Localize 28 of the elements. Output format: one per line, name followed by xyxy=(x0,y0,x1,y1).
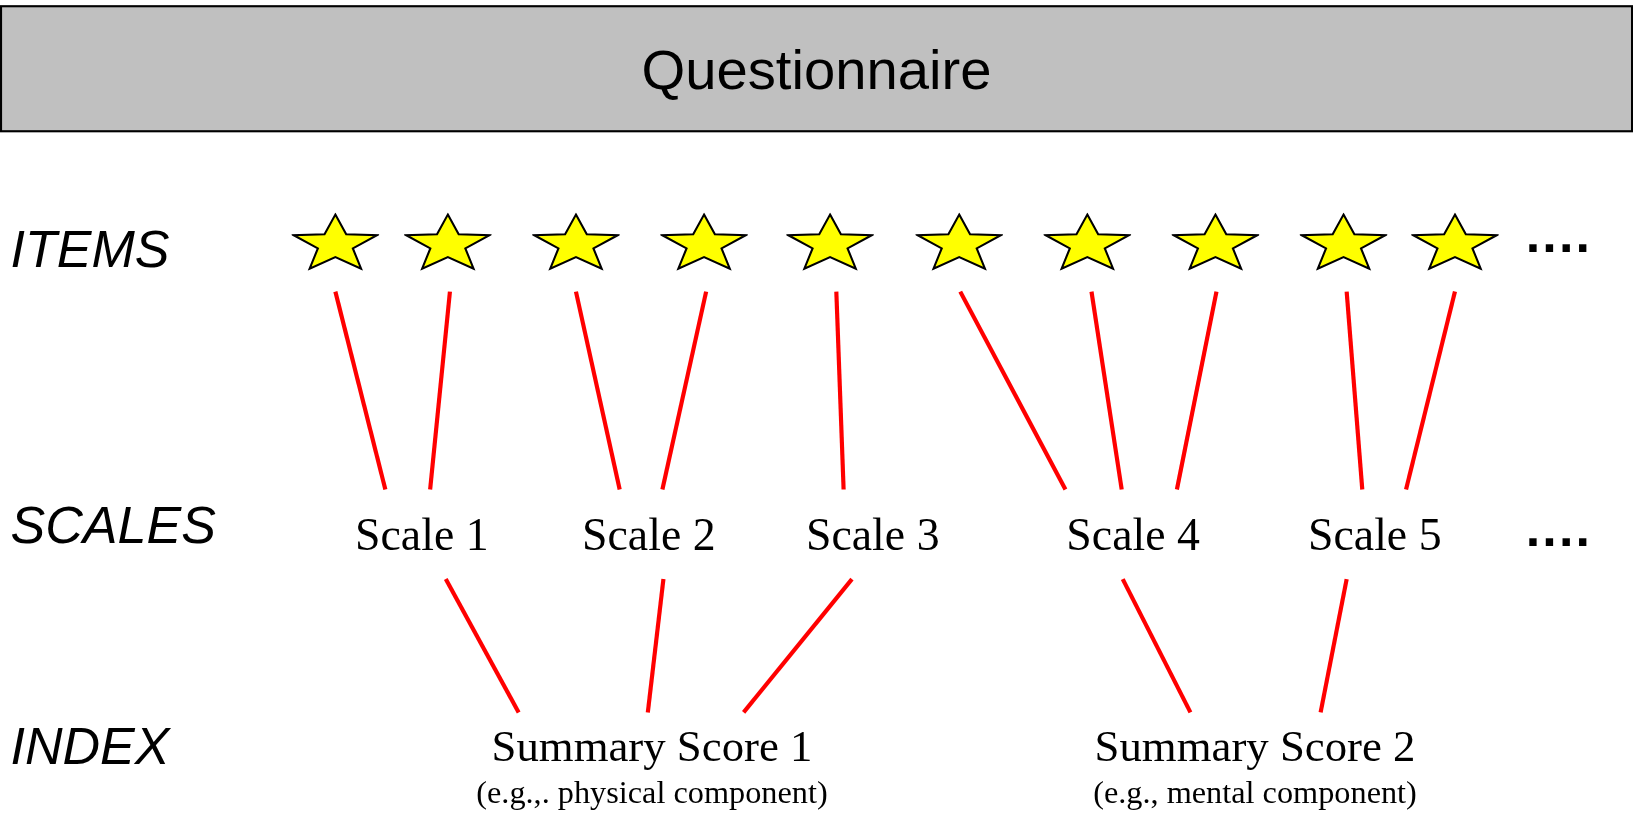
connector-line xyxy=(742,577,854,714)
connector-line xyxy=(1404,291,1457,490)
row-label: ITEMS xyxy=(10,218,170,280)
row-label: INDEX xyxy=(10,716,170,777)
ellipsis-mark: .... xyxy=(1525,497,1592,559)
component-note: (e.g., mental component) xyxy=(1093,772,1417,813)
band-title: Questionnaire xyxy=(641,36,992,102)
connector-line xyxy=(660,291,709,490)
scale-label: Scale 4 xyxy=(1066,507,1200,561)
connector-line xyxy=(443,578,521,714)
connector-line xyxy=(958,290,1068,491)
connector-line xyxy=(1089,291,1124,490)
ellipsis-mark: .... xyxy=(1525,204,1592,265)
title-band xyxy=(0,5,1633,133)
component-note: (e.g.,. physical component) xyxy=(476,772,828,813)
connector-line xyxy=(1174,291,1219,490)
scale-label: Scale 3 xyxy=(805,507,940,561)
row-label: SCALES xyxy=(10,494,216,556)
connector-line xyxy=(645,578,666,713)
connector-line xyxy=(1120,578,1193,714)
connector-line xyxy=(1318,578,1349,713)
summary-score-label: Summary Score 1 xyxy=(491,720,813,773)
summary-score-label: Summary Score 2 xyxy=(1094,720,1416,773)
connector-line xyxy=(573,291,622,490)
scale-label: Scale 5 xyxy=(1307,507,1442,561)
scale-label: Scale 2 xyxy=(582,507,716,561)
scale-label: Scale 1 xyxy=(355,507,489,561)
connector-line xyxy=(333,291,388,490)
